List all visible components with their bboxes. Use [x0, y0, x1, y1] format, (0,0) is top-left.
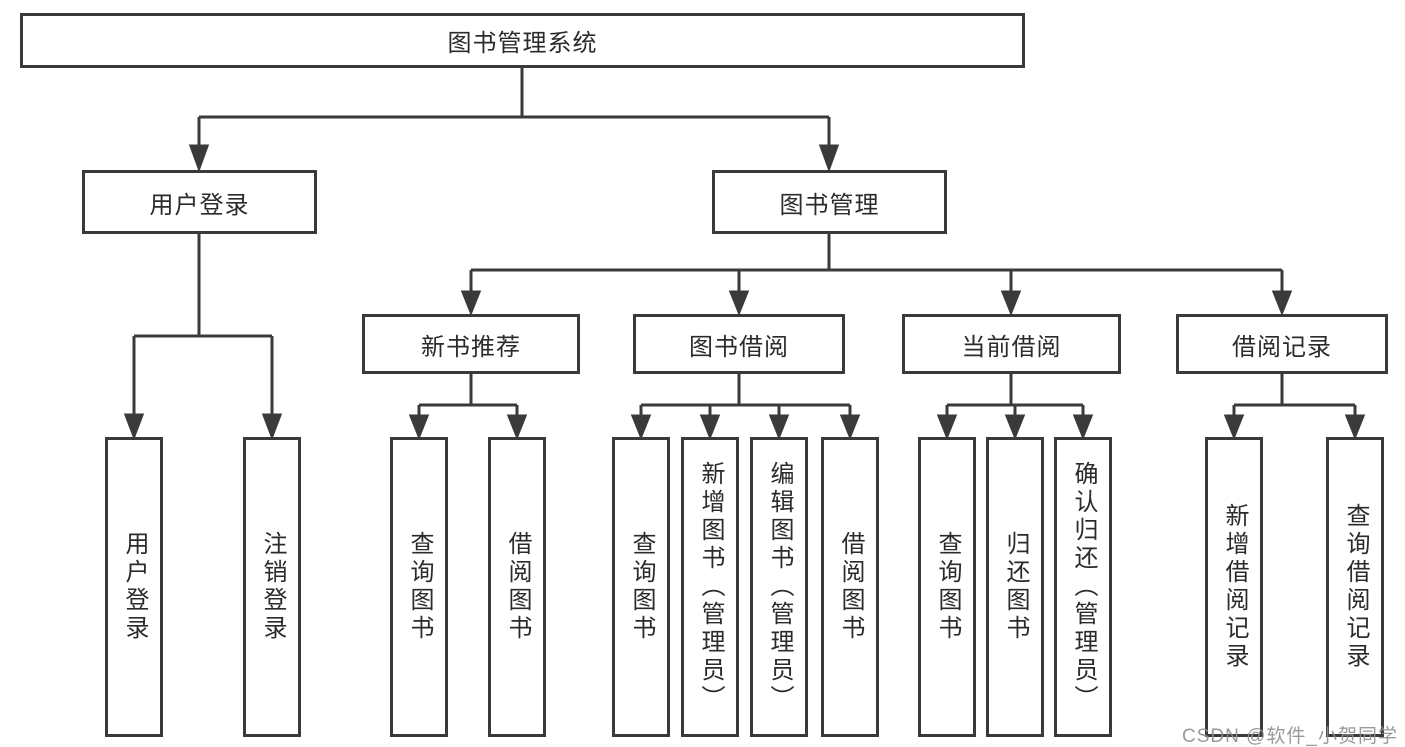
leaf-return-book: 归还图书: [986, 437, 1044, 737]
leaf-confirm-return-admin-label: 确认归还（管理员）: [1070, 461, 1097, 713]
connector-current-borrow-children: [936, 374, 1094, 441]
node-book-borrow: 图书借阅: [633, 314, 845, 374]
leaf-return-book-label: 归还图书: [1002, 531, 1029, 643]
leaf-edit-book-admin: 编辑图书（管理员）: [750, 437, 808, 737]
leaf-query-books-current: 查询图书: [918, 437, 976, 737]
connector-book-management-children: [460, 234, 1293, 317]
leaf-query-books-current-label: 查询图书: [934, 531, 961, 643]
leaf-query-books-recommend: 查询图书: [390, 437, 448, 737]
connector-new-book-children: [408, 374, 528, 441]
leaf-logout: 注销登录: [243, 437, 301, 737]
leaf-query-borrow-record-label: 查询借阅记录: [1342, 503, 1369, 671]
node-book-management: 图书管理: [712, 170, 947, 234]
connector-user-login-children: [123, 234, 283, 441]
leaf-add-borrow-record: 新增借阅记录: [1205, 437, 1263, 737]
leaf-borrow-books: 借阅图书: [821, 437, 879, 737]
leaf-add-book-admin: 新增图书（管理员）: [681, 437, 739, 737]
leaf-borrow-books-recommend-label: 借阅图书: [504, 531, 531, 643]
leaf-query-books-recommend-label: 查询图书: [406, 531, 433, 643]
leaf-logout-label: 注销登录: [259, 531, 286, 643]
node-current-borrow: 当前借阅: [902, 314, 1121, 374]
leaf-query-books-borrow: 查询图书: [612, 437, 670, 737]
leaf-query-books-borrow-label: 查询图书: [628, 531, 655, 643]
node-user-login: 用户登录: [82, 170, 317, 234]
node-new-book-recommend: 新书推荐: [362, 314, 580, 374]
leaf-add-book-admin-label: 新增图书（管理员）: [697, 461, 724, 713]
leaf-edit-book-admin-label: 编辑图书（管理员）: [766, 461, 793, 713]
leaf-query-borrow-record: 查询借阅记录: [1326, 437, 1384, 737]
connector-borrow-records-children: [1223, 374, 1366, 441]
node-library-system: 图书管理系统: [20, 13, 1025, 68]
node-borrow-records: 借阅记录: [1176, 314, 1388, 374]
connector-book-borrow-children: [630, 374, 861, 441]
leaf-confirm-return-admin: 确认归还（管理员）: [1054, 437, 1112, 737]
csdn-watermark: CSDN @软件_小贺同学: [1182, 726, 1398, 747]
leaf-add-borrow-record-label: 新增借阅记录: [1221, 503, 1248, 671]
leaf-borrow-books-recommend: 借阅图书: [488, 437, 546, 737]
leaf-user-login: 用户登录: [105, 437, 163, 737]
leaf-user-login-label: 用户登录: [121, 531, 148, 643]
leaf-borrow-books-label: 借阅图书: [837, 531, 864, 643]
connector-root-to-level2: [188, 68, 840, 173]
